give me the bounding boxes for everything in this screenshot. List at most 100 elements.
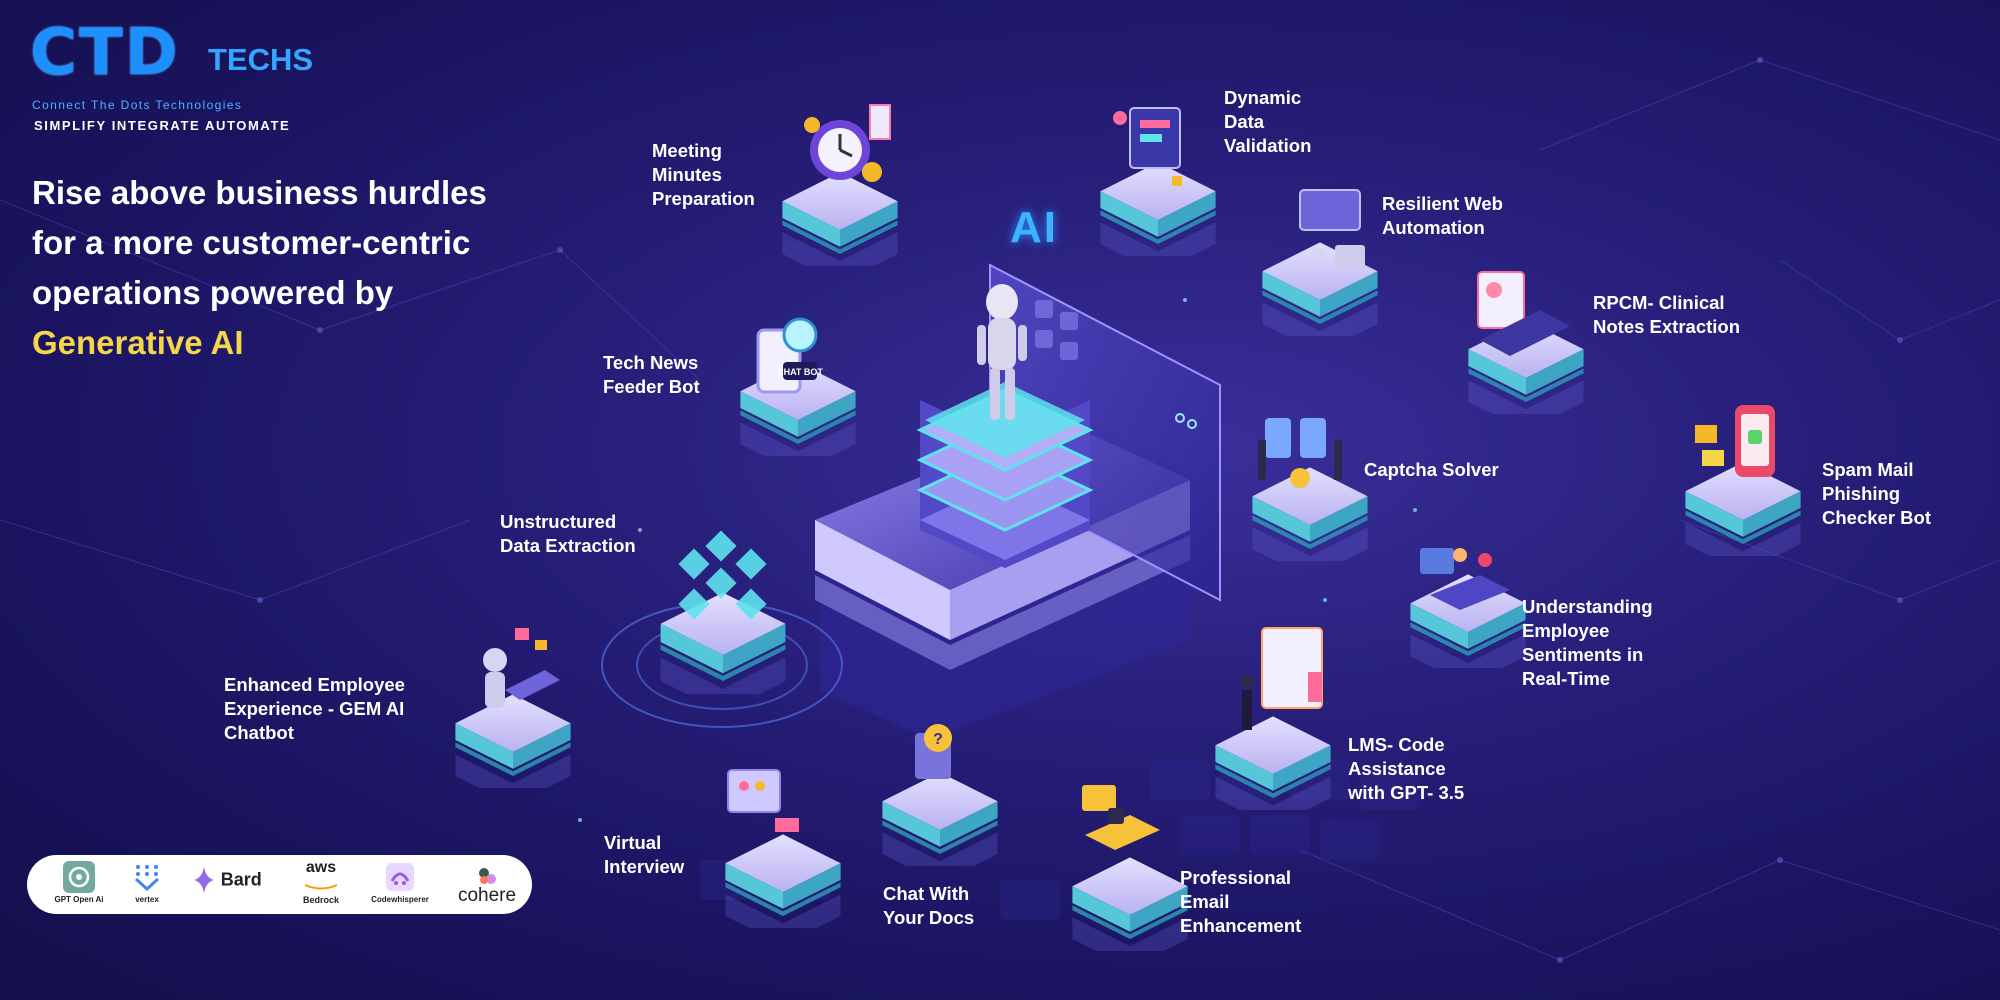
- platform-vertex: vertex: [127, 861, 167, 909]
- feature-professional-email: Professional Email Enhancement: [1180, 866, 1301, 938]
- feature-dynamic-data: Dynamic Data Validation: [1224, 86, 1311, 158]
- label-line: LMS- Code: [1348, 734, 1445, 755]
- feature-resilient-web: Resilient Web Automation: [1382, 192, 1503, 240]
- svg-text:?: ?: [933, 731, 943, 748]
- label-line: Minutes: [652, 164, 722, 185]
- label-line: Chatbot: [224, 722, 294, 743]
- platform-bard: Bard: [187, 865, 267, 913]
- sparkles: [578, 298, 1417, 822]
- feature-chat-docs: Chat With Your Docs: [883, 882, 974, 930]
- brand-tagline: Connect The Dots Technologies: [32, 98, 243, 112]
- label-line: Automation: [1382, 217, 1485, 238]
- label-line: RPCM- Clinical: [1593, 292, 1725, 313]
- feature-captcha: Captcha Solver: [1364, 458, 1499, 482]
- label-line: Phishing: [1822, 483, 1901, 504]
- label-line: Email: [1180, 891, 1230, 912]
- label-line: Notes Extraction: [1593, 316, 1741, 337]
- headline: Rise above business hurdles for a more c…: [32, 168, 552, 368]
- feature-tech-news: Tech News Feeder Bot: [603, 351, 700, 399]
- dashboard-icon: [1113, 107, 1182, 186]
- label-line: Sentiments in: [1522, 644, 1644, 665]
- label-line: Dynamic: [1224, 87, 1302, 108]
- label-line: Spam Mail: [1822, 459, 1914, 480]
- feature-understanding: Understanding Employee Sentiments in Rea…: [1522, 595, 1653, 691]
- headline-line: Rise above business hurdles: [32, 174, 487, 211]
- email-folder-icon: [1082, 785, 1160, 850]
- brand-suffix: TECHS: [208, 42, 314, 77]
- brand-name: CTD: [30, 16, 180, 90]
- central-laptop: [815, 263, 1221, 740]
- platform-aws: aws Bedrock: [295, 859, 347, 907]
- headline-line: for a more customer-centric: [32, 224, 471, 261]
- vertex-icon: [134, 865, 160, 892]
- label-line: Captcha Solver: [1364, 459, 1499, 480]
- server-stack: [916, 382, 1094, 568]
- label-line: Experience - GEM AI: [224, 698, 405, 719]
- label-line: Understanding: [1522, 596, 1653, 617]
- web-automation-icon: [1299, 189, 1365, 269]
- gem-chatbot-icon: [483, 628, 560, 708]
- label-line: Preparation: [652, 188, 755, 209]
- feature-meeting-minutes: Meeting Minutes Preparation: [652, 139, 755, 211]
- label-line: Data: [1224, 111, 1265, 132]
- label-line: Your Docs: [883, 907, 975, 928]
- label-line: Data Extraction: [500, 535, 636, 556]
- clock-icon: [804, 104, 891, 182]
- feature-lms: LMS- Code Assistance with GPT- 3.5: [1348, 733, 1464, 805]
- captcha-icon: [1258, 418, 1342, 488]
- sentiment-desk-icon: [1420, 548, 1510, 610]
- feature-virtual-interview: Virtual Interview: [604, 831, 684, 879]
- label-line: Interview: [604, 856, 685, 877]
- platform-gpt-label: GPT Open Ai: [54, 895, 104, 904]
- platform-vertex-label: vertex: [135, 895, 159, 904]
- label-line: Employee: [1522, 620, 1610, 641]
- feature-enhanced-employee: Enhanced Employee Experience - GEM AI Ch…: [224, 673, 405, 745]
- platform-cohere: cohere: [447, 867, 527, 915]
- brand-logo: CTD TECHS Connect The Dots Technologies …: [30, 16, 330, 133]
- platform-codewhisperer-label: Codewhisperer: [371, 895, 429, 904]
- platform-gpt: GPT Open Ai: [49, 861, 109, 909]
- label-line: Enhancement: [1180, 915, 1302, 936]
- label-line: Unstructured: [500, 511, 617, 532]
- codewhisperer-icon: [386, 863, 414, 891]
- feature-unstructured: Unstructured Data Extraction: [500, 510, 636, 558]
- cohere-icon: [479, 868, 496, 884]
- document-question-icon: ?: [915, 724, 952, 779]
- platforms-bar: GPT Open Ai vertex Bard aws Bedrock Code…: [27, 855, 532, 914]
- label-line: Feeder Bot: [603, 376, 700, 397]
- aws-smile-icon: [304, 884, 338, 890]
- code-assistance-icon: [1240, 627, 1323, 730]
- platform-bedrock-label: Bedrock: [302, 895, 339, 905]
- robot-figure: [977, 284, 1027, 420]
- label-line: Validation: [1224, 135, 1312, 156]
- openai-icon: [63, 861, 95, 893]
- label-line: Chat With: [883, 883, 970, 904]
- platform-aws-label: aws: [305, 859, 337, 876]
- headline-line: operations powered by: [32, 274, 394, 311]
- laptop-clinical-icon: [1477, 271, 1570, 356]
- feature-rpcm: RPCM- Clinical Notes Extraction: [1593, 291, 1740, 339]
- chatbot-icon: CHAT BOT: [756, 317, 823, 394]
- label-line: Meeting: [652, 140, 722, 161]
- chatbot-icon-text: CHAT BOT: [777, 367, 823, 377]
- headline-accent: Generative AI: [32, 324, 244, 361]
- platform-codewhisperer: Codewhisperer: [367, 861, 433, 909]
- feature-spam-mail: Spam Mail Phishing Checker Bot: [1822, 458, 1931, 530]
- brand-motto: SIMPLIFY INTEGRATE AUTOMATE: [34, 118, 291, 133]
- label-line: Virtual: [604, 832, 662, 853]
- center-ai-label: AI: [1010, 203, 1058, 252]
- platform-bard-label: Bard: [220, 869, 262, 890]
- bard-sparkle-icon: [194, 867, 215, 893]
- phone-spam-icon: [1695, 405, 1775, 477]
- label-line: Enhanced Employee: [224, 674, 405, 695]
- label-line: Assistance: [1348, 758, 1446, 779]
- label-line: Resilient Web: [1382, 193, 1503, 214]
- label-line: Tech News: [603, 352, 699, 373]
- label-line: Real-Time: [1522, 668, 1611, 689]
- virtual-interview-icon: [727, 769, 799, 832]
- label-line: Professional: [1180, 867, 1292, 888]
- label-line: with GPT- 3.5: [1348, 782, 1465, 803]
- label-line: Checker Bot: [1822, 507, 1931, 528]
- platform-cohere-label: cohere: [457, 885, 517, 907]
